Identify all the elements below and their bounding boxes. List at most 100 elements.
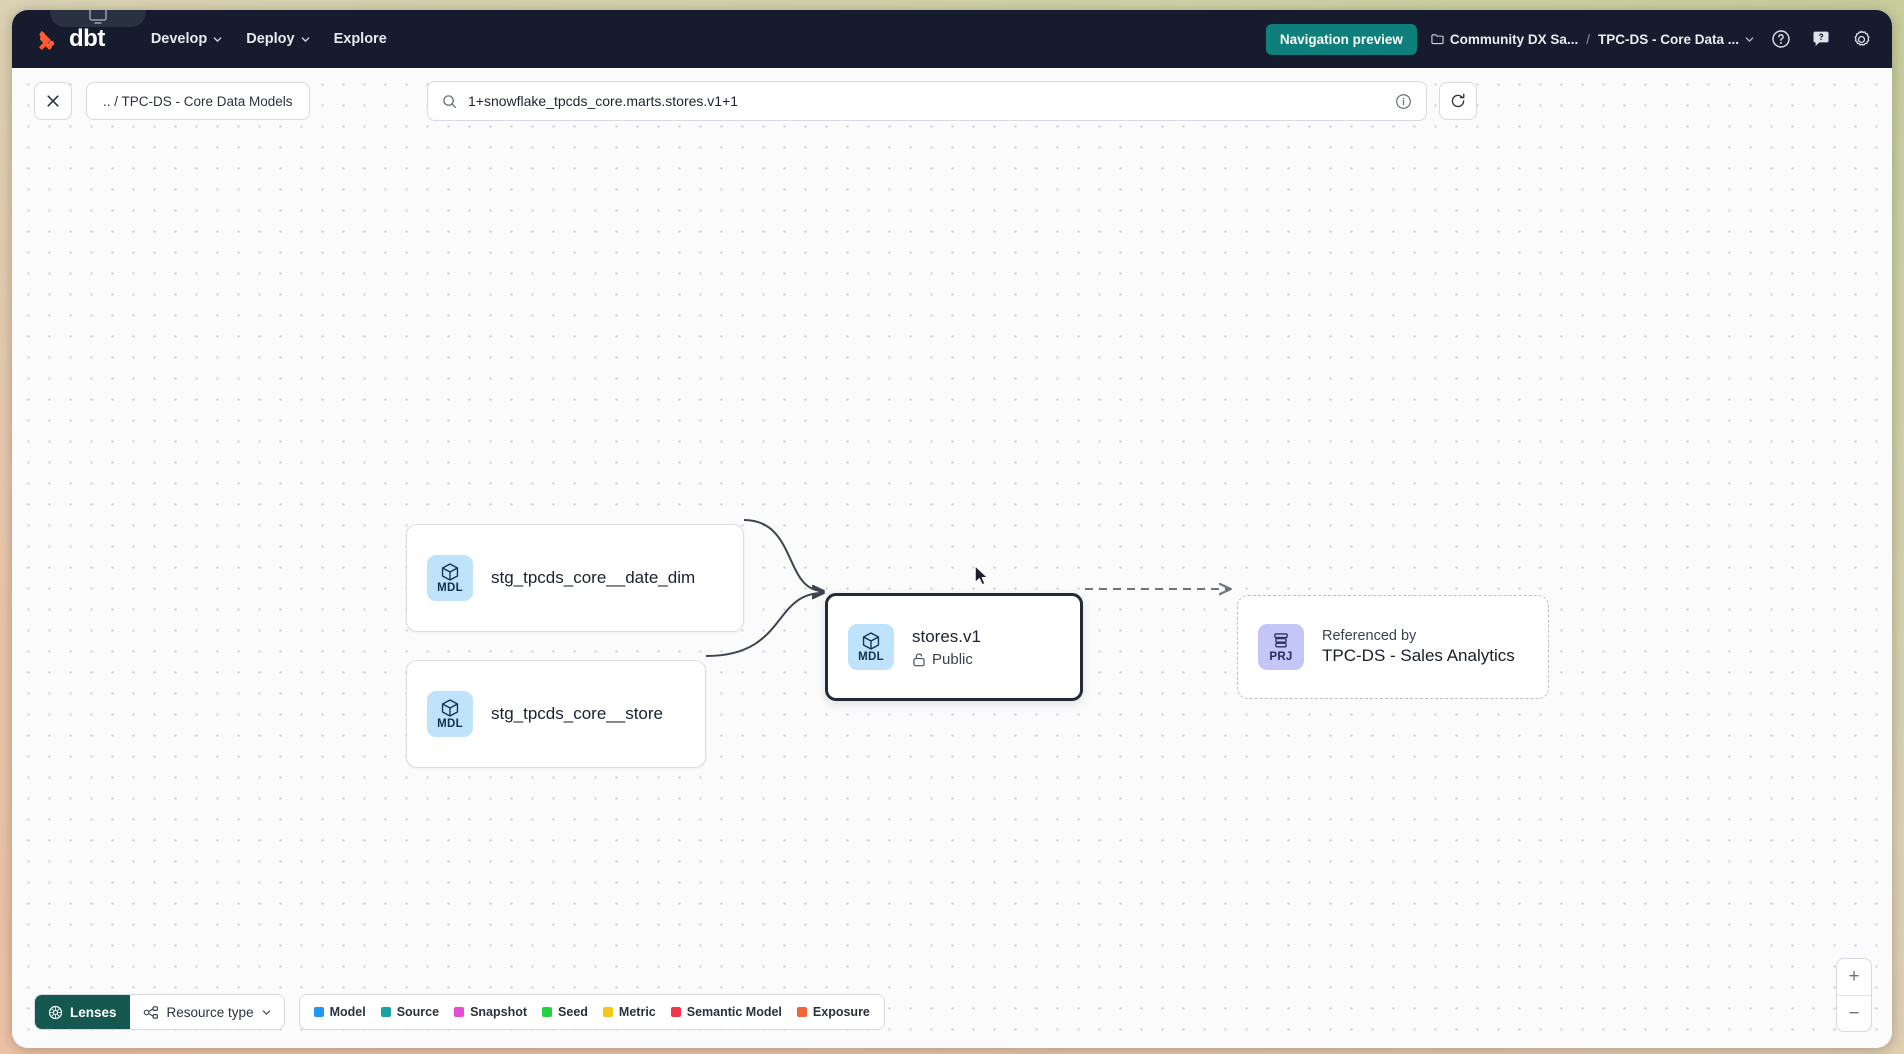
node-kicker: Referenced by xyxy=(1322,628,1417,644)
resource-type-label: Resource type xyxy=(166,1004,254,1020)
screen-share-indicator xyxy=(50,10,146,27)
legend-swatch xyxy=(670,1007,681,1017)
lineage-graph: MDL stg_tpcds_core__date_dim MDL xyxy=(12,68,1892,1048)
node-title: stores.v1 xyxy=(912,626,981,646)
monitor-icon xyxy=(89,10,107,24)
graph-node-stores-v1[interactable]: MDL stores.v1 Public xyxy=(825,593,1083,701)
nav-item-explore-label: Explore xyxy=(333,31,387,47)
nav-item-explore[interactable]: Explore xyxy=(322,23,399,55)
search-area xyxy=(427,81,1477,121)
legend-swatch xyxy=(313,1007,324,1017)
graph-node-stg-date-dim[interactable]: MDL stg_tpcds_core__date_dim xyxy=(406,524,744,632)
graph-node-stg-store[interactable]: MDL stg_tpcds_core__store xyxy=(406,660,706,768)
lenses-button[interactable]: Lenses xyxy=(35,995,130,1029)
legend-label: Semantic Model xyxy=(686,1005,782,1019)
graph-node-referenced-by-project[interactable]: PRJ Referenced by TPC-DS - Sales Analyti… xyxy=(1237,595,1549,699)
model-badge-label: MDL xyxy=(437,581,463,594)
zoom-out-button[interactable]: − xyxy=(1837,995,1871,1031)
project-badge-label: PRJ xyxy=(1269,650,1293,663)
help-button[interactable] xyxy=(1768,26,1794,52)
breadcrumb-project-label: TPC-DS - Core Data ... xyxy=(1597,31,1739,47)
legend-swatch xyxy=(542,1007,553,1017)
legend-item-seed[interactable]: Seed xyxy=(542,1005,588,1019)
dbt-wordmark: dbt xyxy=(69,25,105,52)
chevron-down-icon xyxy=(213,36,222,42)
legend-group: Model Source Snapshot Seed xyxy=(298,994,885,1030)
dbt-logo[interactable]: dbt xyxy=(34,25,105,53)
question-circle-icon xyxy=(1772,30,1790,48)
chat-bubble-icon xyxy=(1813,31,1829,46)
unlock-icon xyxy=(913,652,925,666)
nav-item-develop[interactable]: Develop xyxy=(139,23,234,55)
legend-item-semantic-model[interactable]: Semantic Model xyxy=(670,1005,782,1019)
resource-type-button[interactable]: Resource type xyxy=(130,995,284,1029)
search-icon xyxy=(443,94,457,108)
lineage-canvas[interactable]: .. / TPC-DS - Core Data Models xyxy=(12,68,1892,1048)
node-access-row: Public xyxy=(912,651,981,668)
refresh-button[interactable] xyxy=(1439,82,1477,120)
model-badge-label: MDL xyxy=(858,650,884,663)
node-text-group: stg_tpcds_core__store xyxy=(491,704,663,724)
zoom-in-button[interactable]: + xyxy=(1848,966,1860,987)
legend-item-snapshot[interactable]: Snapshot xyxy=(454,1005,527,1019)
resource-type-legend: Model Source Snapshot Seed xyxy=(300,995,884,1029)
nodes-icon xyxy=(143,1005,158,1019)
browser-window: dbt Develop Deploy Explore Navigation pr… xyxy=(12,10,1892,1048)
legend-item-exposure[interactable]: Exposure xyxy=(796,1005,870,1019)
cube-icon xyxy=(441,563,459,581)
gear-icon xyxy=(1854,30,1870,46)
legend-label: Metric xyxy=(618,1005,656,1019)
folder-icon xyxy=(1431,34,1444,45)
legend-item-model[interactable]: Model xyxy=(313,1005,366,1019)
nav-item-deploy-label: Deploy xyxy=(246,31,295,47)
top-navigation-bar: dbt Develop Deploy Explore Navigation pr… xyxy=(12,10,1892,68)
legend-swatch xyxy=(602,1007,613,1017)
chevron-down-icon xyxy=(262,1009,270,1015)
node-title: TPC-DS - Sales Analytics xyxy=(1322,646,1515,665)
model-badge: MDL xyxy=(427,555,473,601)
node-text-group: Referenced by TPC-DS - Sales Analytics xyxy=(1322,628,1515,666)
settings-button[interactable] xyxy=(1848,26,1874,52)
node-text-group: stores.v1 Public xyxy=(912,627,981,668)
close-lineage-button[interactable] xyxy=(34,82,72,120)
lenses-group: Lenses Resource type xyxy=(34,994,285,1030)
legend-label: Seed xyxy=(558,1005,588,1019)
refresh-icon xyxy=(1451,93,1465,108)
chevron-down-icon xyxy=(1745,36,1754,42)
breadcrumb-chip-button[interactable]: .. / TPC-DS - Core Data Models xyxy=(86,82,310,120)
stack-icon xyxy=(1274,633,1288,648)
close-icon xyxy=(47,95,59,107)
lineage-edges xyxy=(705,519,1892,657)
info-circle-icon[interactable] xyxy=(1395,93,1412,110)
legend-swatch xyxy=(796,1007,807,1017)
legend-label: Model xyxy=(329,1005,366,1019)
model-badge: MDL xyxy=(848,624,894,670)
project-badge: PRJ xyxy=(1258,624,1304,670)
cube-icon xyxy=(862,632,880,650)
zoom-controls: + − xyxy=(1836,958,1872,1032)
breadcrumb-project[interactable]: TPC-DS - Core Data ... xyxy=(1598,32,1754,47)
model-badge: MDL xyxy=(427,691,473,737)
legend-item-metric[interactable]: Metric xyxy=(602,1005,656,1019)
cube-icon xyxy=(441,699,459,717)
navigation-preview-button[interactable]: Navigation preview xyxy=(1265,23,1417,55)
breadcrumb-account[interactable]: Community DX Sa... xyxy=(1431,32,1578,47)
feedback-button[interactable] xyxy=(1808,26,1834,52)
lineage-bottom-bar: Lenses Resource type xyxy=(34,994,885,1030)
legend-item-source[interactable]: Source xyxy=(380,1005,440,1019)
node-text-group: stg_tpcds_core__date_dim xyxy=(491,568,695,588)
node-title: stg_tpcds_core__date_dim xyxy=(491,568,696,587)
search-input[interactable] xyxy=(468,93,1384,109)
legend-swatch xyxy=(380,1007,391,1017)
lineage-search-box[interactable] xyxy=(427,81,1427,121)
legend-swatch xyxy=(454,1007,465,1017)
lens-icon xyxy=(48,1005,63,1019)
legend-label: Source xyxy=(396,1005,440,1019)
lenses-label: Lenses xyxy=(70,1004,117,1020)
chevron-down-icon xyxy=(301,36,309,42)
top-nav-right-group: Navigation preview Community DX Sa... / … xyxy=(1265,23,1874,55)
legend-label: Exposure xyxy=(812,1005,870,1019)
dbt-mark-icon xyxy=(38,30,55,50)
nav-item-deploy[interactable]: Deploy xyxy=(234,23,321,55)
